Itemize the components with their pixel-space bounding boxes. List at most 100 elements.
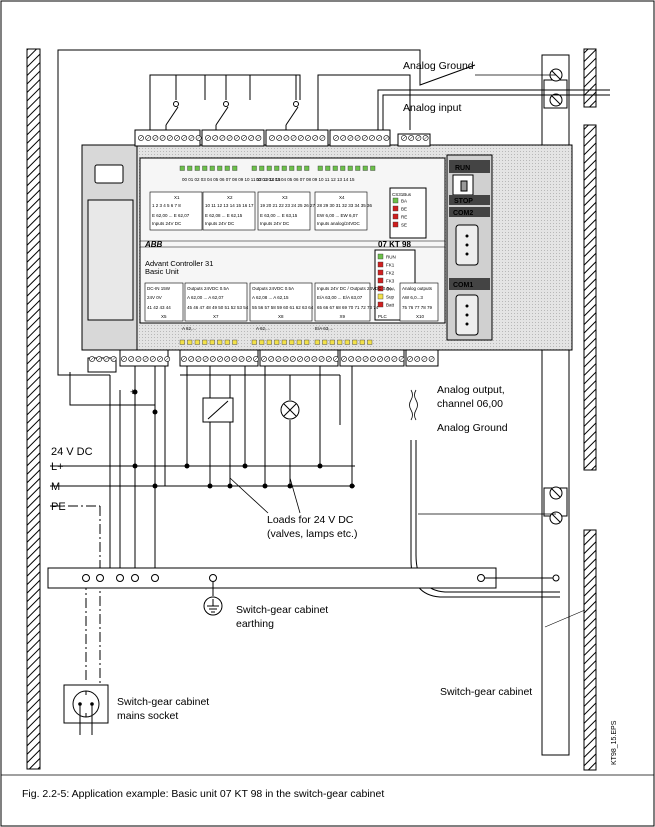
screw-slot (254, 357, 258, 361)
cabinet-wall-right-mid (583, 124, 597, 471)
output-led (202, 339, 208, 345)
screw-slot (242, 136, 246, 140)
screw-slot (356, 357, 361, 361)
output-block-title: Outputs 24VDC 0.5A (187, 286, 229, 291)
output-led (209, 339, 215, 345)
top-terminals (134, 129, 431, 147)
input-led (370, 165, 376, 171)
screw-slot (283, 357, 288, 361)
output-led (367, 339, 373, 345)
screw-slot (409, 136, 414, 140)
screw-slot (363, 357, 368, 361)
relay-coil (202, 397, 234, 423)
screw-slot (416, 136, 421, 140)
bottom-led-row (179, 339, 373, 345)
screw-slot (150, 357, 155, 361)
status-led (377, 293, 384, 300)
label-cabinet: Switch-gear cabinet (440, 686, 532, 698)
screw-slot (312, 357, 317, 361)
screw-slot (362, 136, 367, 140)
screw-slot (182, 357, 186, 361)
file-id: KT98_15.EPS (611, 720, 618, 765)
input-block-numbers: 10 11 12 13 14 15 16 17 (205, 203, 254, 208)
input-block-range: E 62,00 ... E 62,07 (152, 213, 190, 218)
screw-slot (122, 357, 126, 361)
screw-slot (341, 136, 346, 140)
input-led (232, 165, 238, 171)
input-led (194, 165, 200, 171)
output-led (322, 339, 328, 345)
input-led (251, 165, 257, 171)
output-block-connector: X10 (416, 314, 425, 319)
status-led (377, 253, 384, 260)
figure-caption: Fig. 2.2-5: Application example: Basic u… (22, 788, 384, 800)
screw-slot (422, 357, 427, 361)
input-block-range: E 63,00 ... E 63,15 (260, 213, 298, 218)
bottom-led-label-3: E/A 63,... (315, 326, 333, 331)
cabinet-wall-left (26, 48, 41, 770)
input-led (266, 165, 272, 171)
screw-slot (90, 357, 94, 361)
rail-clamp-bottom (543, 486, 568, 525)
cs31-led-label: BE (401, 207, 407, 212)
input-led (179, 165, 185, 171)
screw-slot (377, 136, 382, 140)
output-block-title: DC-IN 15W (147, 286, 171, 291)
input-block-range: EW 6,00 ... EW 6,07 (317, 213, 358, 218)
output-led (232, 339, 238, 345)
device-name-1: Advant Controller 31 (145, 259, 213, 268)
top-led-row (179, 165, 376, 171)
output-led (352, 339, 358, 345)
cs31-title: CS31Bus (392, 192, 412, 197)
input-block-numbers: 1 2 3 4 5 6 7 8 (152, 203, 181, 208)
screw-slot (355, 136, 360, 140)
screw-slot (232, 357, 237, 361)
label-socket-2: mains socket (117, 710, 178, 722)
bottom-led-label-2: A 62,... (256, 326, 270, 331)
status-led-label: OvA (386, 287, 395, 292)
cs31-led (392, 221, 399, 228)
model-label: 07 KT 98 (378, 240, 411, 249)
input-led (187, 165, 193, 171)
cs31-led (392, 197, 399, 204)
status-led-label: Sup (386, 295, 395, 300)
screw-slot (326, 357, 331, 361)
output-block-connector: X9 (340, 314, 346, 319)
bottom-terminals (87, 349, 439, 373)
screw-slot (256, 136, 261, 140)
bottom-led-label-1: A 62,... (182, 326, 196, 331)
plc-label: PLC (378, 314, 388, 319)
pe-bar-terminals (82, 574, 485, 582)
pe-bar (47, 567, 497, 589)
status-led (377, 269, 384, 276)
screw-slot (399, 357, 404, 361)
supply-bus (50, 465, 355, 713)
cs31-led-label: SE (401, 223, 407, 228)
screw-slot (111, 357, 116, 361)
output-led (359, 339, 365, 345)
output-led (224, 339, 230, 345)
cabinet-wall-right-upper (583, 48, 597, 108)
top-led-numbers-2: 00 01 02 03 04 05 06 07 08 09 10 11 12 1… (256, 177, 355, 182)
screw-slot (384, 136, 389, 140)
input-led (362, 165, 368, 171)
label-lplus: L+ (51, 461, 64, 473)
input-block-range: E 62,08 ... E 62,15 (205, 213, 243, 218)
input-led (317, 165, 323, 171)
screw-slot (370, 136, 374, 140)
input-led (209, 165, 215, 171)
screw-slot (167, 136, 172, 140)
input-block-subtitle: Inputs 24V DC (205, 221, 235, 226)
screw-slot (218, 357, 222, 361)
output-block-numbers: 55 56 57 58 59 60 61 62 63 64 (252, 305, 314, 310)
cs31-led (392, 205, 399, 212)
label-analog-ground-bottom: Analog Ground (437, 422, 508, 434)
output-block: Inputs 24V DC / Outputs 24VDC 0.5AE/A 63… (314, 282, 392, 322)
screw-slot (408, 357, 412, 361)
output-block-range: A 62,08 ... A 62,15 (252, 295, 289, 300)
screw-slot (291, 136, 296, 140)
input-block-numbers: 19 20 21 22 23 24 25 26 27 (260, 203, 316, 208)
status-led-label: FK1 (386, 263, 395, 268)
